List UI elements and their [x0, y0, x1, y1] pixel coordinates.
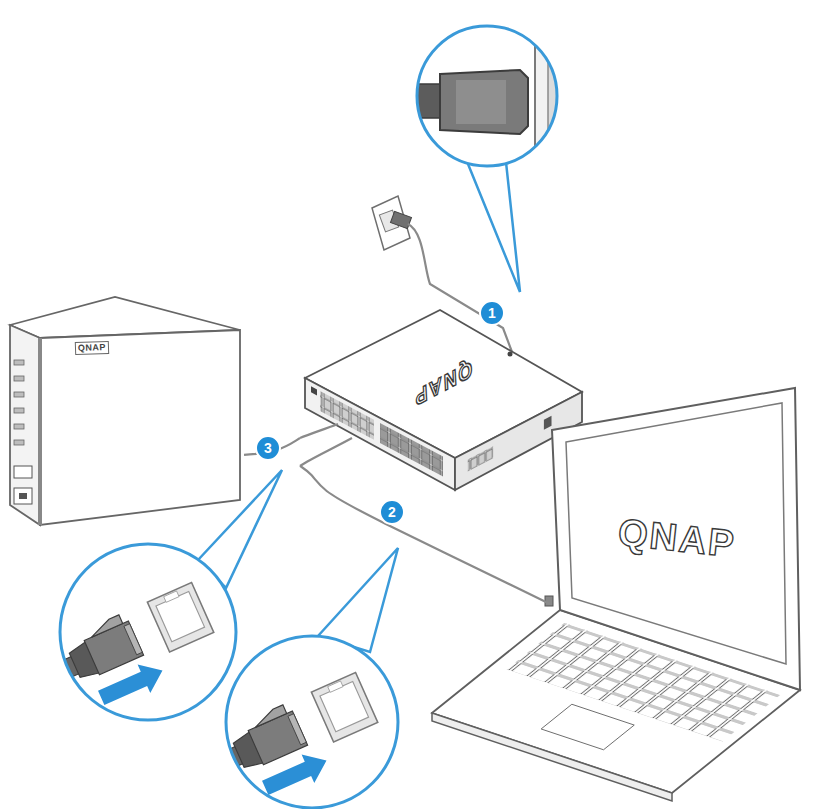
- nas-side: [40, 330, 240, 525]
- usb-slot: [19, 493, 27, 499]
- callout-number: 1: [479, 300, 505, 326]
- nas-device: QNAP: [8, 294, 244, 530]
- laptop-lid: [552, 388, 800, 690]
- plug-body: [440, 70, 528, 134]
- zoom-circle-border: [417, 26, 557, 166]
- status-led: [14, 360, 24, 365]
- nas-front: [10, 325, 40, 525]
- rj45-ports: [320, 391, 374, 440]
- laptop-screen: QNAP: [550, 388, 802, 700]
- power-plug-detail: [405, 26, 599, 166]
- nas-edge: [38, 338, 42, 525]
- status-led: [14, 376, 24, 381]
- usb-port: [14, 488, 32, 504]
- power-jack: [508, 352, 513, 357]
- switch-vents: [468, 416, 552, 472]
- switch-front: [305, 378, 455, 490]
- callout-number: 3: [255, 435, 281, 461]
- ethernet-cable: [244, 438, 300, 455]
- callout-number: 2: [379, 499, 405, 525]
- socket-pin: [570, 90, 582, 100]
- port-led: [311, 386, 317, 395]
- zoom-circle-border: [60, 544, 236, 720]
- cable-stub: [300, 424, 338, 438]
- laptop-display: [566, 403, 786, 664]
- network-switch: QNAP: [300, 305, 585, 495]
- callout-pointer: [468, 162, 520, 292]
- socket-pin: [560, 64, 572, 74]
- status-led: [14, 408, 24, 413]
- brand-logo: QNAP: [413, 358, 472, 411]
- status-led: [14, 424, 24, 429]
- ethernet-cable: [300, 466, 550, 604]
- socket-pin: [560, 116, 572, 126]
- power-button: [14, 466, 32, 478]
- status-led: [14, 440, 24, 445]
- socket-recess: [548, 52, 584, 138]
- zoom-circle-border: [226, 636, 398, 808]
- status-led: [14, 392, 24, 397]
- switch-ports: [311, 386, 443, 476]
- brand-logo: QNAP: [75, 341, 109, 355]
- plug-shade: [456, 80, 506, 124]
- brand-logo: QNAP: [616, 513, 737, 563]
- socket-plate: [535, 26, 599, 166]
- cable-stub: [300, 438, 352, 466]
- touchpad: [541, 704, 634, 750]
- vent-grille: [468, 446, 493, 471]
- sfp-cages: [380, 423, 443, 477]
- power-inlet: [544, 416, 552, 430]
- power-plug: [390, 211, 411, 228]
